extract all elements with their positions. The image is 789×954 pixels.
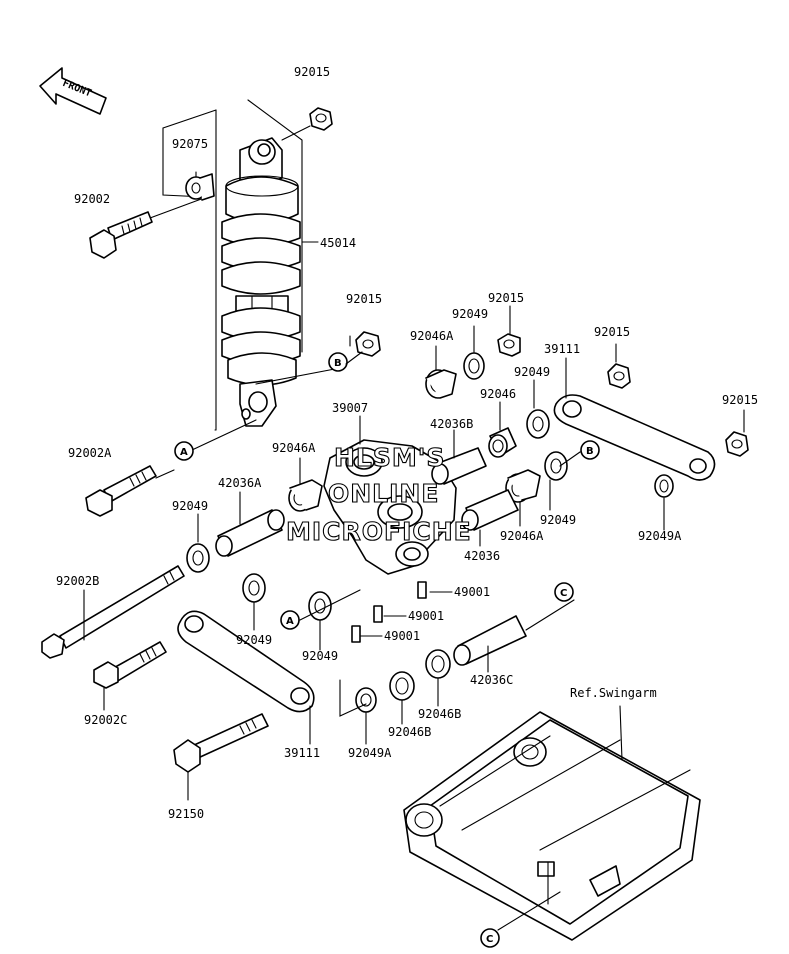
label-92015-c: 92015 bbox=[594, 325, 630, 339]
callout-a-lower: A bbox=[280, 610, 300, 630]
label-92150: 92150 bbox=[168, 807, 204, 821]
watermark: HLSM'S ONLINE MICROFICHE bbox=[285, 442, 472, 546]
bolt-92002 bbox=[89, 211, 153, 259]
bolt-92002C bbox=[93, 641, 167, 689]
label-42036A: 42036A bbox=[218, 476, 262, 490]
label-92049-f: 92049 bbox=[302, 649, 338, 663]
front-arrow: FRONT bbox=[39, 67, 107, 115]
svg-text:C: C bbox=[486, 934, 493, 945]
label-42036B: 42036B bbox=[430, 417, 473, 431]
washer-92075 bbox=[185, 173, 215, 201]
callout-c-lower: C bbox=[480, 928, 500, 948]
leader-lines-parts bbox=[83, 305, 745, 931]
label-92046A-c: 92046A bbox=[500, 529, 544, 543]
label-92015-mid: 92015 bbox=[346, 292, 382, 306]
label-92049-a: 92049 bbox=[452, 307, 488, 321]
label-39111-top: 39111 bbox=[544, 342, 580, 356]
label-92049-e: 92049 bbox=[236, 633, 272, 647]
watermark-line-1: HLSM'S bbox=[334, 443, 445, 472]
label-92002: 92002 bbox=[74, 192, 110, 206]
callout-b-right: B bbox=[580, 440, 600, 460]
label-45014: 45014 bbox=[320, 236, 356, 250]
svg-text:A: A bbox=[180, 447, 188, 458]
label-92015-b: 92015 bbox=[488, 291, 524, 305]
callout-c-upper: C bbox=[554, 582, 574, 602]
label-49001-a: 49001 bbox=[454, 585, 490, 599]
swingarm-reference bbox=[403, 705, 701, 941]
label-92002B: 92002B bbox=[56, 574, 99, 588]
label-92046A-a: 92046A bbox=[410, 329, 454, 343]
label-92046A-b: 92046A bbox=[272, 441, 316, 455]
svg-text:A: A bbox=[286, 616, 294, 627]
label-92049-c: 92049 bbox=[172, 499, 208, 513]
nut-92015-top bbox=[309, 107, 333, 131]
tie-rod-39111-lower bbox=[177, 610, 315, 713]
label-39007: 39007 bbox=[332, 401, 368, 415]
label-92049A-bottom: 92049A bbox=[348, 746, 392, 760]
watermark-line-2: ONLINE bbox=[328, 479, 439, 508]
svg-text:B: B bbox=[334, 358, 342, 369]
label-92002C: 92002C bbox=[84, 713, 127, 727]
label-49001-c: 49001 bbox=[384, 629, 420, 643]
rear-shock-absorber bbox=[221, 137, 301, 427]
label-92015-top: 92015 bbox=[294, 65, 330, 79]
label-42036: 42036 bbox=[464, 549, 500, 563]
tie-rod-39111-upper bbox=[553, 394, 716, 481]
label-92046: 92046 bbox=[480, 387, 516, 401]
ref-swingarm-label: Ref.Swingarm bbox=[570, 686, 657, 700]
rocker-arm-39007 bbox=[323, 439, 457, 575]
part-labels: 92015 92075 92002 45014 92015 92046A 920… bbox=[56, 65, 758, 821]
label-42036C: 42036C bbox=[470, 673, 513, 687]
bushings-and-washers bbox=[186, 333, 749, 713]
bolt-92002B bbox=[41, 565, 185, 659]
label-92046B-b: 92046B bbox=[388, 725, 431, 739]
leader-lines-shock bbox=[149, 107, 351, 479]
callout-b-upper: B bbox=[328, 352, 348, 372]
nut-92015-mid bbox=[355, 331, 381, 357]
svg-text:B: B bbox=[586, 446, 594, 457]
label-92015-d: 92015 bbox=[722, 393, 758, 407]
label-49001-b: 49001 bbox=[408, 609, 444, 623]
label-92002A: 92002A bbox=[68, 446, 112, 460]
bolt-92002A bbox=[85, 465, 157, 517]
shock-group-bracket bbox=[162, 99, 303, 431]
callout-a-upper: A bbox=[174, 441, 194, 461]
label-92049-d: 92049 bbox=[540, 513, 576, 527]
label-92049-b: 92049 bbox=[514, 365, 550, 379]
label-92075: 92075 bbox=[172, 137, 208, 151]
label-92046B-a: 92046B bbox=[418, 707, 461, 721]
svg-text:C: C bbox=[560, 588, 567, 599]
label-92049A-right: 92049A bbox=[638, 529, 682, 543]
bolt-92150 bbox=[173, 713, 269, 773]
label-39111-bottom: 39111 bbox=[284, 746, 320, 760]
watermark-line-3: MICROFICHE bbox=[286, 517, 472, 546]
